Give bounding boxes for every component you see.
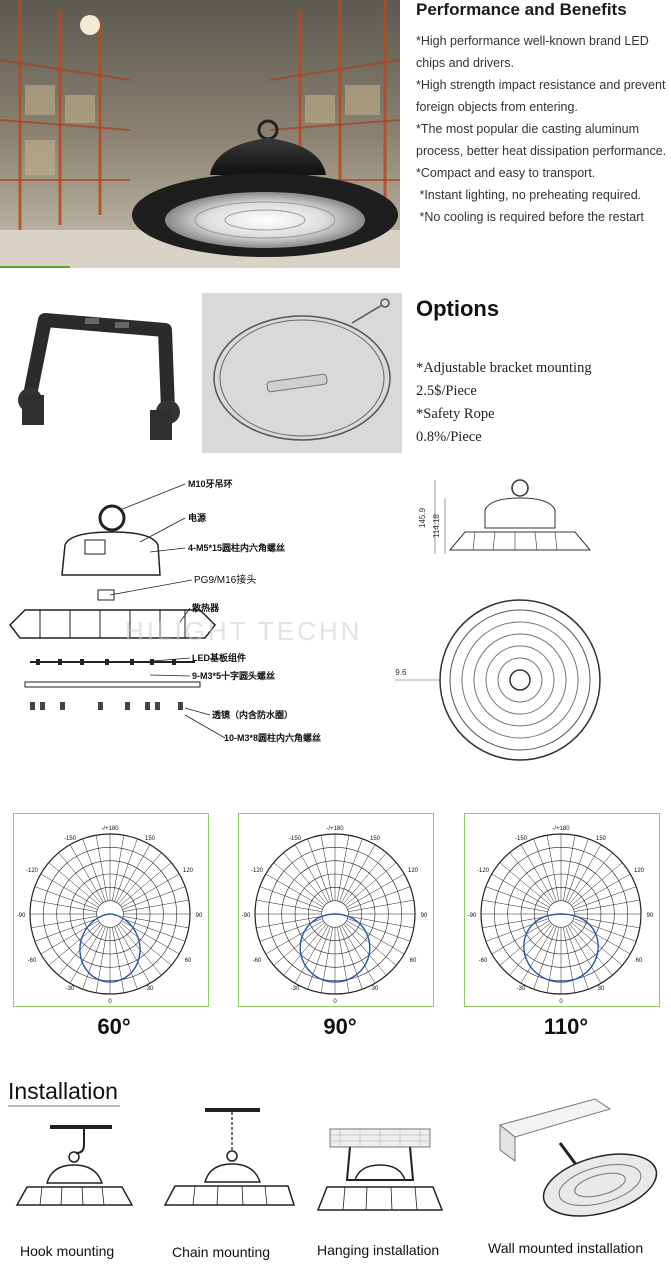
option-line: *Safety Rope (416, 406, 495, 422)
label-heatsink: 散热器 (192, 602, 220, 613)
option-line: *Adjustable bracket mounting (416, 360, 592, 376)
label-power: 电源 (188, 512, 206, 523)
options-list: *Adjustable bracket mounting 2.5$/Piece … (416, 357, 592, 449)
performance-list: *High performance well-known brand LED c… (416, 30, 671, 228)
label-lens: 透镜（内含防水圈） (212, 709, 293, 720)
polar-tick-label: -30 (66, 986, 75, 992)
polar-tick-label: -90 (242, 913, 251, 919)
polar-tick-label: 120 (634, 868, 645, 874)
wall-mounted-installation-illustration (495, 1095, 665, 1220)
dimension-drawing: 145.9 114.18 Φ269.6 (380, 470, 635, 770)
label-led-board: LED基板组件 (192, 652, 246, 663)
bracket-photo (0, 300, 198, 450)
polar-chart-60: -/+180 -150 150 -120 120 -90 90 -60 60 -30 30 0 (13, 813, 209, 1007)
performance-item: *No cooling is required before the resta… (416, 210, 644, 224)
polar-tick-label: 60 (185, 958, 192, 964)
safety-rope-photo (202, 293, 402, 453)
polar-tick-label: -150 (515, 836, 528, 842)
polar-beam-curve (79, 913, 141, 983)
polar-tick-label: 30 (372, 986, 379, 992)
polar-tick-label: -90 (17, 913, 26, 919)
warehouse-product-photo (0, 0, 400, 268)
polar-tick-label: 0 (559, 999, 563, 1005)
chain-mounting-illustration (160, 1100, 296, 1225)
polar-tick-label: 150 (370, 836, 381, 842)
polar-tick-label: 0 (333, 999, 337, 1005)
polar-tick-label: 120 (408, 868, 419, 874)
polar-tick-label: -/+180 (101, 826, 119, 832)
polar-tick-label: 0 (108, 999, 112, 1005)
polar-tick-label: -90 (468, 913, 477, 919)
dim-height-total: 145.9 (418, 507, 427, 528)
polar-tick-label: -30 (517, 986, 526, 992)
installation-caption: Wall mounted installation (488, 1240, 644, 1256)
polar-tick-label: -/+180 (326, 826, 344, 832)
polar-tick-label: -120 (477, 868, 490, 874)
label-connector: PG9/M16接头 (194, 573, 256, 586)
installation-caption: Chain mounting (172, 1244, 271, 1260)
beam-angle-label: 110° (543, 1014, 589, 1039)
label-screw-m5: 4-M5*15圆柱内六角螺丝 (188, 542, 285, 553)
performance-item: *High performance well-known brand LED c… (416, 34, 649, 70)
label-screw-m3x8: 10-M3*8圆柱内六角螺丝 (224, 732, 321, 743)
performance-item: *Instant lighting, no preheating require… (416, 188, 642, 202)
watermark-text: HILIGHT TECHNOLOGY (125, 616, 360, 646)
polar-tick-label: 60 (636, 958, 643, 964)
dim-diameter: Φ269.6 (395, 668, 407, 677)
polar-beam-curve (523, 913, 599, 983)
performance-item: *High strength impact resistance and pre… (416, 78, 666, 114)
polar-tick-label: 120 (183, 868, 194, 874)
polar-tick-label: 90 (196, 913, 203, 919)
polar-tick-label: 150 (596, 836, 607, 842)
polar-chart-110: -/+180 -150 150 -120 120 -90 90 -60 60 -30 30 0 (464, 813, 660, 1007)
polar-tick-label: 150 (145, 836, 156, 842)
beam-angle-label: 60° (97, 1014, 131, 1039)
polar-tick-label: -120 (26, 868, 39, 874)
options-title: Options (416, 296, 500, 321)
installation-caption: Hanging installation (317, 1242, 440, 1258)
beam-angle-label: 90° (323, 1014, 357, 1039)
polar-tick-label: -30 (291, 986, 300, 992)
label-screw-m3x5: 9-M3*5十字圆头螺丝 (192, 670, 275, 681)
performance-title: Performance and Benefits (416, 0, 627, 19)
installation-caption: Hook mounting (20, 1243, 115, 1259)
polar-tick-label: 30 (147, 986, 154, 992)
polar-tick-label: -120 (251, 868, 264, 874)
polar-tick-label: -150 (289, 836, 302, 842)
performance-item: *The most popular die casting aluminum p… (416, 122, 667, 158)
polar-tick-label: -60 (253, 958, 262, 964)
polar-tick-label: -/+180 (552, 826, 570, 832)
hanging-installation-illustration (315, 1125, 445, 1225)
polar-tick-label: 90 (421, 913, 428, 919)
polar-tick-label: -60 (479, 958, 488, 964)
polar-beam-curve (299, 913, 371, 983)
option-line: 2.5$/Piece (416, 383, 477, 399)
dim-height-body: 114.18 (432, 514, 441, 538)
performance-item: *Compact and easy to transport. (416, 166, 596, 180)
polar-tick-label: 60 (410, 958, 417, 964)
polar-chart-90: -/+180 -150 150 -120 120 -90 90 -60 60 -30 30 0 (238, 813, 434, 1007)
polar-tick-label: 90 (647, 913, 654, 919)
installation-title: Installation (8, 1078, 120, 1107)
hook-mounting-illustration (12, 1105, 147, 1225)
option-line: 0.8%/Piece (416, 429, 482, 445)
polar-tick-label: -150 (64, 836, 77, 842)
exploded-view-diagram: M10牙吊环 电源 4-M5*15圆柱内六角螺丝 PG9/M16接头 散热器 L… (0, 470, 467, 760)
polar-tick-label: 30 (598, 986, 605, 992)
label-ring: M10牙吊环 (188, 479, 233, 489)
polar-tick-label: -60 (28, 958, 37, 964)
